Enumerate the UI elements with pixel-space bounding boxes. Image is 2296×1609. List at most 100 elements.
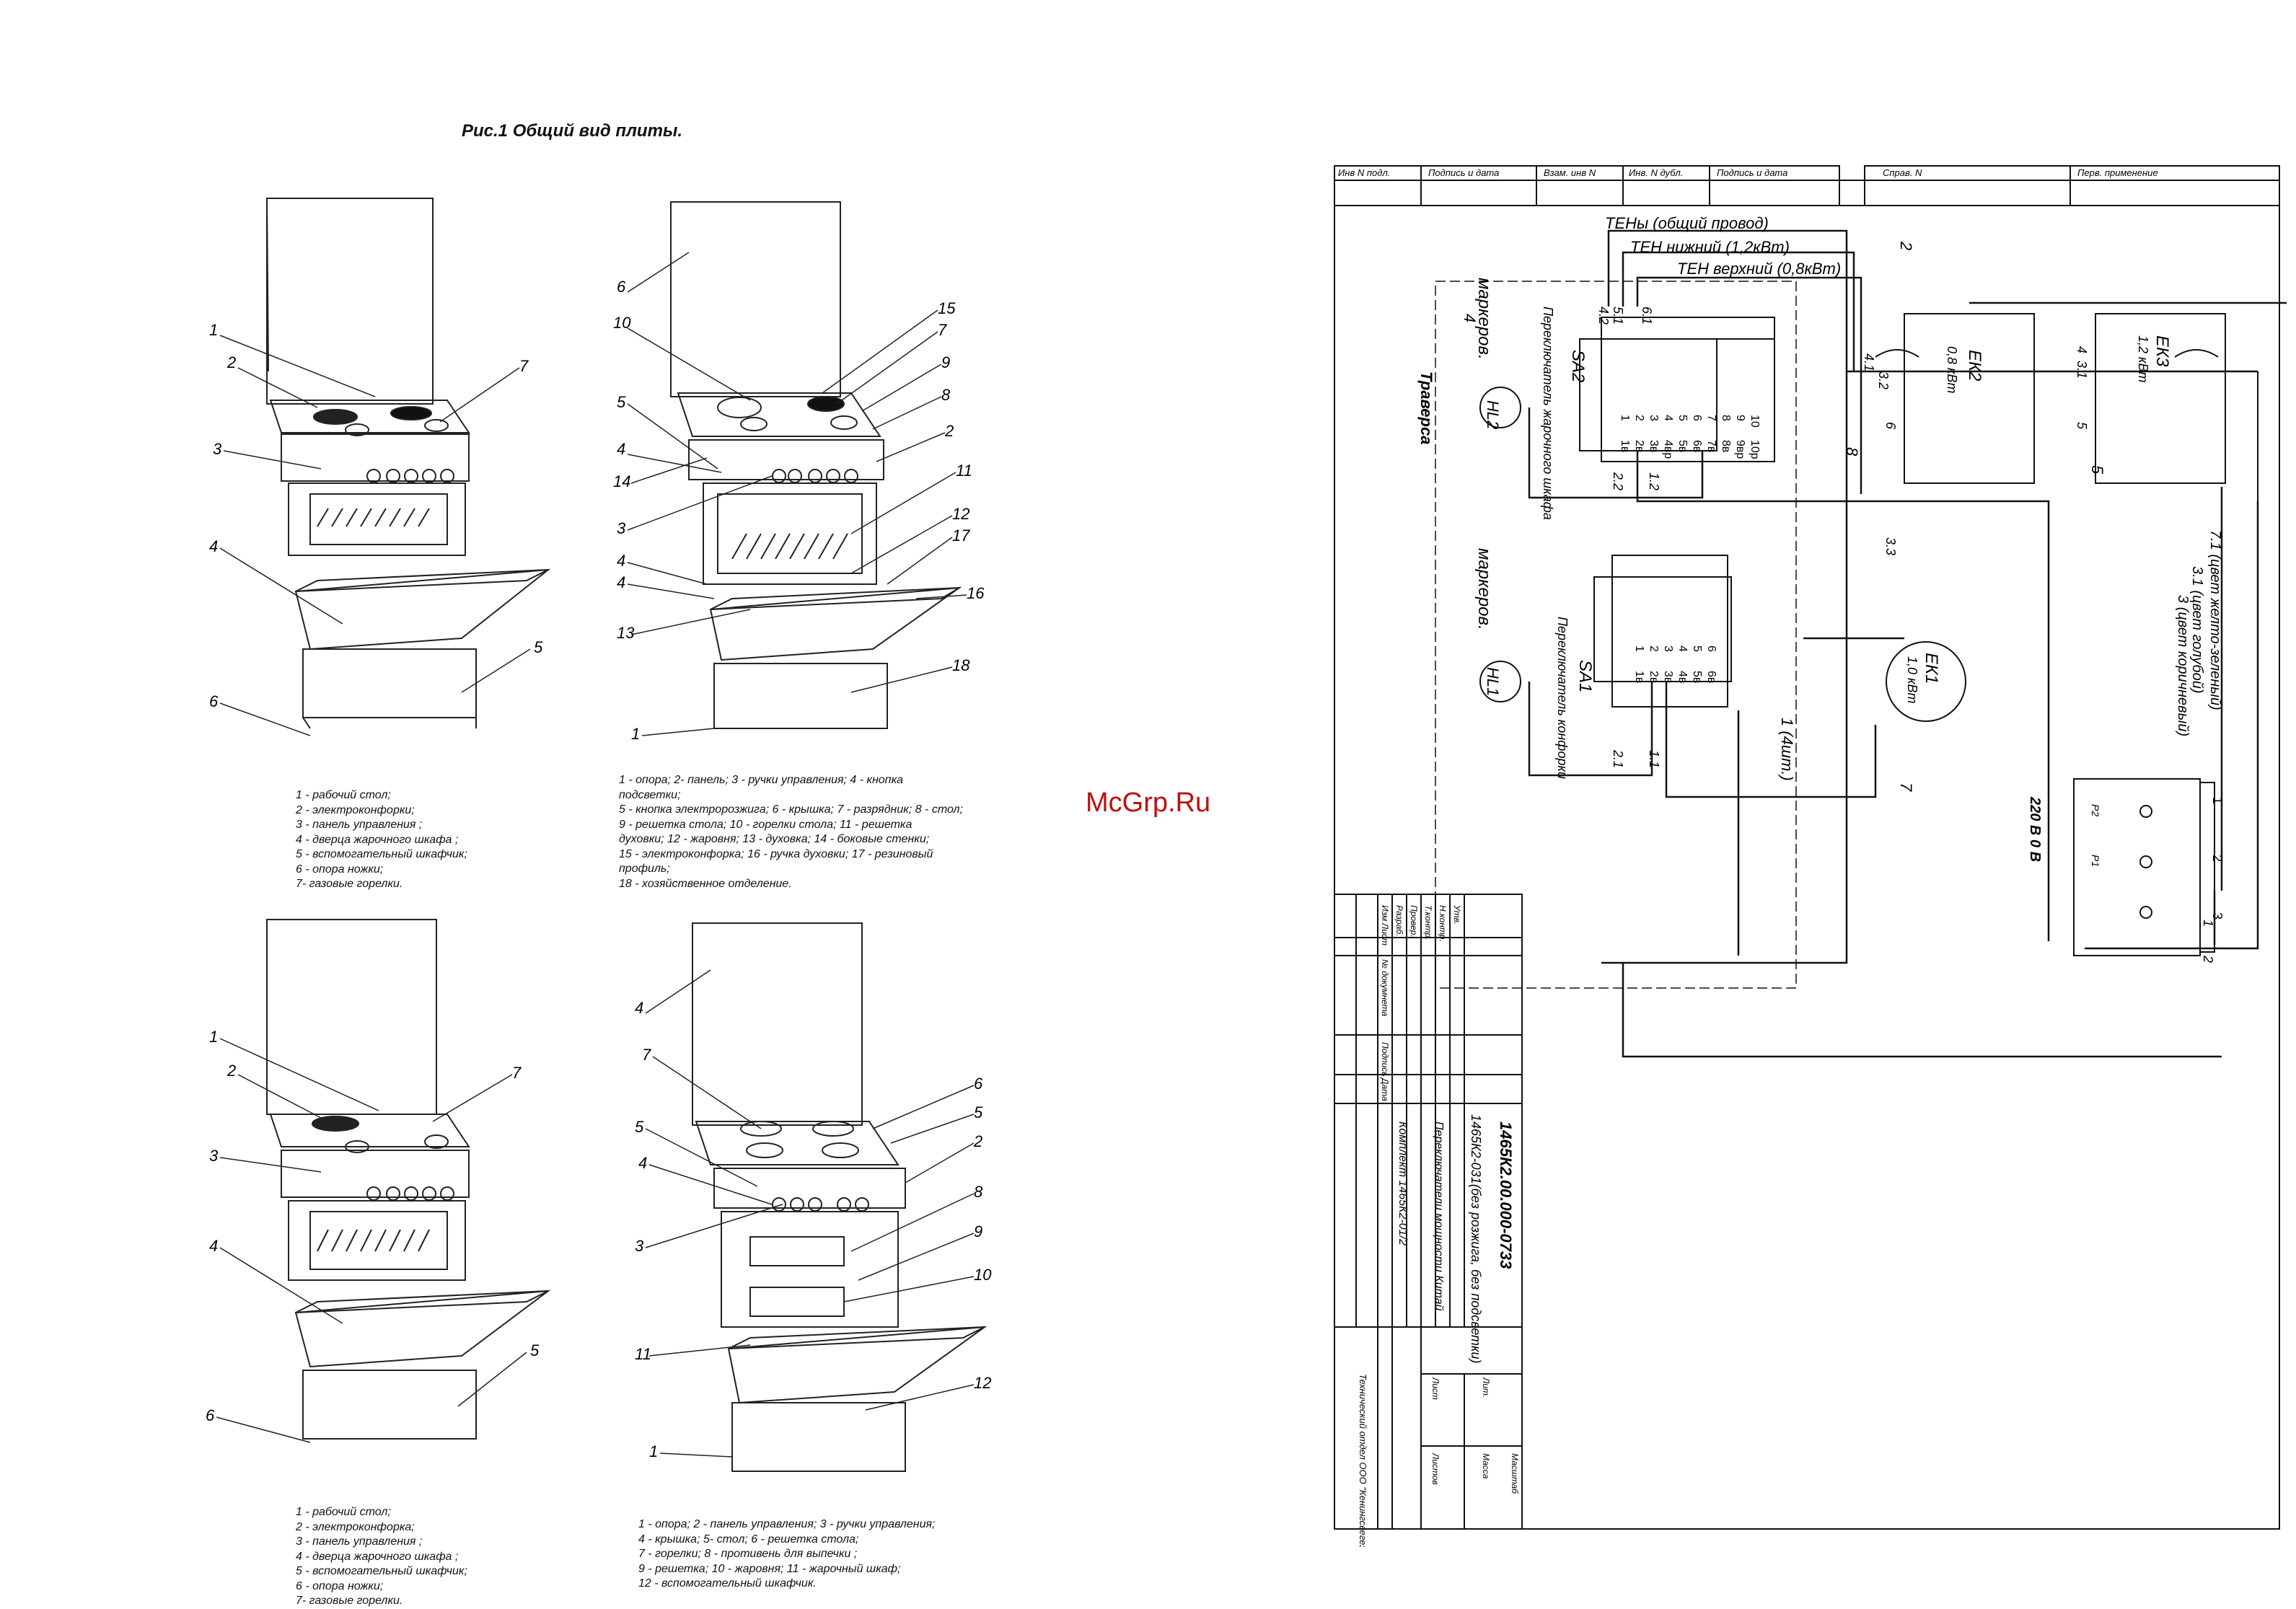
callout-8: 8: [941, 386, 951, 404]
pin-1-2: 1.2: [1647, 472, 1661, 490]
svg-text:4в: 4в: [1676, 671, 1689, 683]
sa2-pins-left: 1 2 3 4 5 6 7 8 9 10: [1619, 415, 1761, 428]
bus-label: ТЕН нижний (1,2кВт): [1630, 238, 1790, 256]
callout-1: 1: [209, 1028, 218, 1046]
storage-drawer: [731, 1402, 906, 1472]
svg-text:3: 3: [1662, 645, 1674, 652]
svg-text:5: 5: [1676, 415, 1689, 421]
header-cell: Справ. N: [1883, 167, 1922, 178]
callout-6: 6: [209, 692, 219, 710]
svg-text:8в: 8в: [1720, 440, 1732, 452]
callout-4: 4: [209, 537, 218, 555]
callout-16: 16: [967, 584, 985, 602]
sa1-pins-right: 1в 2в 3в 4в 5в 6в: [1633, 671, 1717, 683]
svg-text:1: 1: [1633, 645, 1645, 652]
callout-2: 2: [973, 1132, 982, 1150]
tb-row: Изм: [1380, 905, 1390, 921]
tb-row: № докумнета: [1380, 959, 1390, 1017]
control-panel: [281, 433, 470, 482]
tb-role: Н.контр.: [1438, 905, 1448, 942]
header-cell: Подпись и дата: [1717, 167, 1787, 178]
sa1-box: [1593, 576, 1732, 682]
callout-7: 7: [938, 321, 947, 339]
sa2-desc: Переключатель жарочного шкафа: [1541, 307, 1555, 520]
callout-4b: 4: [617, 552, 625, 570]
storage-drawer: [302, 1370, 477, 1440]
wire-num-2: 2: [1897, 241, 1915, 250]
worktop: [677, 392, 881, 437]
legend-b: 1 - опора; 2- панель; 3 - ручки управлен…: [619, 774, 963, 890]
svg-text:2: 2: [1633, 415, 1645, 421]
callout-11: 11: [635, 1345, 651, 1363]
tb-cell: Масса: [1481, 1453, 1491, 1479]
callout-12: 12: [952, 505, 969, 523]
stove-figure-c: 1 2 7 3 4 5 6: [206, 919, 551, 1443]
callout-4b: 4: [638, 1154, 647, 1172]
traverse-label: Траверса: [1417, 371, 1435, 444]
ek3-box: [2095, 313, 2226, 484]
legend-d: 1 - опора; 2 - панель управления; 3 - ру…: [638, 1518, 936, 1590]
sa1-name: SA1: [1575, 660, 1595, 692]
header-cell: Перв. применение: [2077, 167, 2158, 178]
wire-num-4: 4: [1461, 314, 1479, 322]
control-panel: [281, 1150, 470, 1198]
callout-3: 3: [209, 1147, 219, 1165]
svg-text:8: 8: [1720, 415, 1732, 421]
lid: [670, 201, 841, 397]
svg-text:2: 2: [1648, 645, 1660, 652]
pin-5-1: 5.1: [1611, 307, 1625, 325]
legend-a: 1 - рабочий стол;2 - электроконфорки; 3 …: [296, 789, 467, 890]
callout-4c: 4: [617, 573, 625, 591]
svg-text:5в: 5в: [1691, 671, 1703, 683]
callout-6: 6: [974, 1075, 983, 1093]
svg-text:1в: 1в: [1633, 671, 1645, 683]
callout-2: 2: [944, 422, 954, 440]
sa2-pins-right: 1в 2в 3в 4вр 5в 6в 7в 8в 9вр 10р: [1619, 440, 1761, 459]
tb-row: Лист: [1380, 922, 1390, 945]
svg-text:6в: 6в: [1691, 440, 1703, 452]
callout-17: 17: [952, 526, 970, 545]
callout-12: 12: [974, 1374, 991, 1392]
oven: [721, 1211, 899, 1328]
svg-text:9: 9: [1734, 415, 1746, 421]
svg-text:1в: 1в: [1619, 440, 1631, 452]
callout-1: 1: [631, 725, 640, 743]
hotplate-1: [313, 409, 358, 425]
control-panel: [688, 439, 884, 480]
sa1-desc: Переключатель конфорки: [1555, 617, 1570, 779]
bus-label: ТЕН верхний (0,8кВт): [1677, 260, 1841, 278]
callout-5: 5: [534, 638, 543, 656]
callout-4: 4: [209, 1237, 218, 1255]
stove-figure-a: 1 2 3 4 6 7 5: [209, 198, 551, 736]
callout-5: 5: [635, 1118, 644, 1136]
pin-1: 1: [2201, 920, 2215, 927]
callout-10: 10: [974, 1266, 992, 1284]
storage-drawer: [302, 648, 477, 718]
worktop: [269, 400, 470, 433]
ek2-name: ЕК2: [1965, 350, 1984, 382]
callout-13: 13: [617, 624, 635, 642]
terminal-voltage: 220 В 0 В: [2027, 796, 2043, 862]
svg-text:1: 1: [1619, 415, 1631, 421]
svg-text:5в: 5в: [1676, 440, 1689, 452]
lid: [266, 198, 434, 405]
lid: [692, 922, 863, 1126]
callout-15: 15: [938, 299, 956, 317]
marker-label-1: маркеров.: [1474, 548, 1494, 630]
svg-text:6в: 6в: [1705, 671, 1717, 683]
sa2-box: [1579, 338, 1717, 451]
tb-role: Разраб.: [1394, 905, 1404, 936]
header-cell: Подпись и дата: [1428, 167, 1499, 178]
ek2-power: 0,8 кВт: [1945, 346, 1959, 394]
watermark: McGrp.Ru: [1086, 788, 1211, 818]
page-title: Рис.1 Общий вид плиты.: [462, 121, 683, 141]
legend-c: 1 - рабочий стол;2 - электроконфорка; 3 …: [296, 1506, 467, 1607]
doc-number: 1465К2.00.000-0733: [1497, 1121, 1515, 1269]
tb-role: Утв.: [1452, 904, 1462, 925]
stove-figure-d: 4 7 6 5 5 2 4 8 3 9 10 11 12 1: [635, 922, 992, 1472]
callout-7: 7: [642, 1046, 651, 1064]
pin-6-1: 6.1: [1640, 307, 1654, 325]
terminal-pin-2: 2: [2210, 855, 2225, 862]
terminal-pin-3: 3: [2210, 912, 2225, 920]
callout-6: 6: [617, 278, 626, 296]
